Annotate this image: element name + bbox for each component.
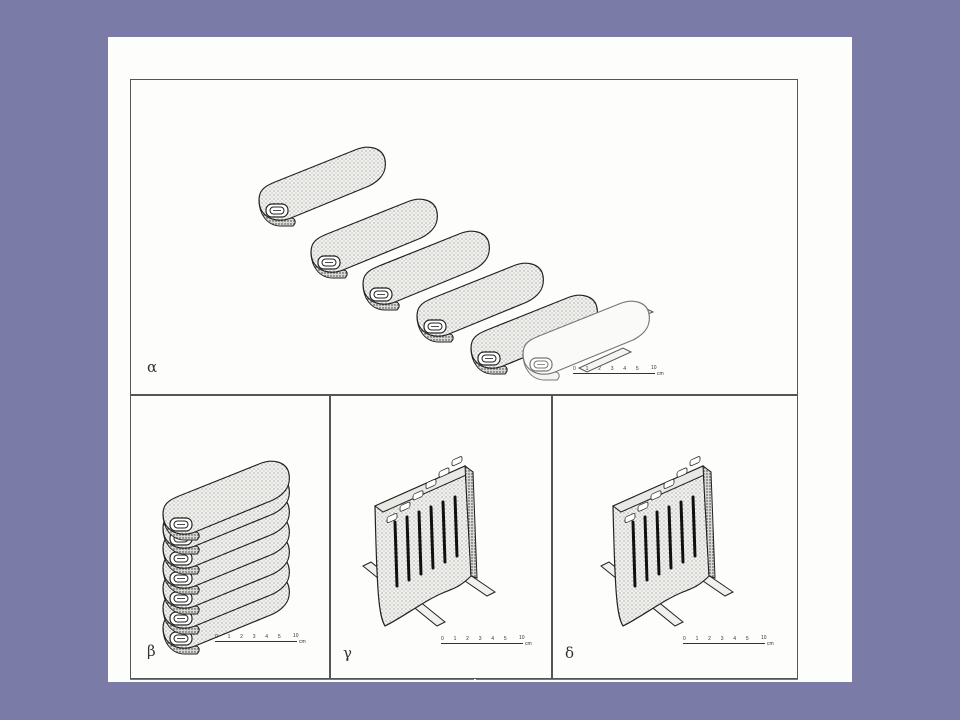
loaf-end-face — [470, 347, 508, 375]
loaf-coil-inner — [173, 594, 189, 603]
scale-ticks: 0 1 2 3 4 5 — [573, 366, 643, 372]
loaf-end-face — [162, 527, 200, 555]
panel-label-gamma: γ — [343, 644, 352, 662]
slab-coil-opening — [676, 467, 688, 478]
slab-groove — [429, 505, 435, 570]
loaf-coil-inner — [269, 206, 285, 215]
loaf-end-face — [522, 353, 560, 381]
scale-ticks: 0 1 2 3 4 5 — [683, 636, 753, 642]
panel-gamma: γ 0 1 2 3 4 5 10 cm — [330, 395, 552, 679]
scale-unit: cm — [525, 641, 532, 647]
slab-groove — [691, 495, 697, 558]
loaf-brick — [416, 262, 544, 343]
loaf-brick — [258, 146, 386, 227]
slab-coil-opening — [386, 513, 398, 524]
scale-line — [215, 641, 297, 642]
loaf-end-face — [416, 315, 454, 343]
loaf-coil-inner — [373, 290, 389, 299]
loaf-coil-inner — [173, 554, 189, 563]
loaf-coil-inner — [173, 614, 189, 623]
loaf-coil-inner — [321, 258, 337, 267]
loaf-coil-inner — [173, 520, 189, 529]
loaf-end-face — [162, 547, 200, 575]
slab-coil-opening — [451, 456, 463, 467]
slab-groove — [679, 500, 685, 564]
loaf-row-illustration — [258, 146, 655, 381]
slab-groove — [643, 515, 649, 582]
slab-groove — [393, 520, 399, 588]
slab-coil-opening — [412, 490, 424, 501]
loaf-brick-outline — [522, 300, 650, 381]
loaf-end-face — [162, 513, 200, 541]
loaf-brick — [310, 198, 438, 279]
slab-coil-opening — [689, 456, 701, 467]
footer-rule-left — [130, 679, 474, 683]
scale-end: 10 — [519, 635, 525, 641]
scale-end: 10 — [761, 635, 767, 641]
slab-front-face — [612, 465, 710, 627]
slab-coil-opening — [650, 490, 662, 501]
panel-label-alpha: α — [147, 358, 158, 376]
loaf-brick — [362, 230, 490, 311]
scale-end: 10 — [293, 633, 299, 639]
slab-coil-opening — [637, 501, 649, 512]
slab-coil-opening — [663, 478, 675, 489]
loaf-end-face — [258, 199, 296, 227]
slab-side-face — [464, 464, 478, 579]
slab-on-supports-illustration-delta — [600, 456, 734, 627]
loaf-end-face — [162, 627, 200, 655]
slab-groove — [655, 510, 661, 576]
support-bar — [577, 347, 633, 373]
slab-groove — [405, 515, 411, 582]
slab-groove — [417, 510, 423, 576]
slab-groove — [667, 505, 673, 570]
loaf-brick — [470, 294, 598, 375]
panel-beta: β 0 1 2 3 4 5 10 cm — [130, 395, 330, 679]
loaf-coil-inner — [173, 574, 189, 583]
scale-unit: cm — [657, 371, 664, 377]
panel-alpha: α 0 1 2 3 4 5 10 cm — [130, 79, 798, 395]
loaf-end-face — [162, 607, 200, 635]
slab-delta — [600, 456, 734, 627]
slab-gamma — [362, 456, 496, 627]
scale-line — [683, 643, 765, 644]
loaf-coil-inner — [533, 360, 549, 369]
loaf-coil-inner — [427, 322, 443, 331]
loaf-coil-inner — [481, 354, 497, 363]
panel-label-beta: β — [147, 642, 156, 660]
loaf-end-face — [162, 587, 200, 615]
slab-groove — [453, 495, 459, 558]
slab-coil-opening — [438, 467, 450, 478]
loaf-end-face — [362, 283, 400, 311]
slab-groove — [631, 520, 637, 588]
scale-ticks: 0 1 2 3 4 5 — [215, 634, 285, 640]
figure-sheet: α 0 1 2 3 4 5 10 cm β 0 1 2 3 4 5 10 cm … — [108, 37, 852, 682]
slab-coil-opening — [624, 513, 636, 524]
slab-side-face — [702, 464, 716, 579]
scale-line — [573, 373, 655, 374]
scale-line — [441, 643, 523, 644]
loaf-coil-inner — [173, 634, 189, 643]
footer-rule-right — [476, 679, 798, 683]
loaf-end-face — [310, 251, 348, 279]
slab-groove — [441, 500, 447, 564]
stacked-loaves-illustration — [162, 460, 290, 655]
slab-coil-opening — [399, 501, 411, 512]
panel-delta: δ 0 1 2 3 4 5 10 cm — [552, 395, 798, 679]
slab-on-supports-illustration-gamma — [362, 456, 496, 627]
scale-unit: cm — [299, 639, 306, 645]
scale-ticks: 0 1 2 3 4 5 — [441, 636, 511, 642]
slab-front-face — [374, 465, 472, 627]
loaf-brick — [162, 460, 290, 541]
panel-label-delta: δ — [565, 644, 575, 662]
scale-unit: cm — [767, 641, 774, 647]
slab-coil-opening — [425, 478, 437, 489]
loaf-end-face — [162, 567, 200, 595]
scale-end: 10 — [651, 365, 657, 371]
